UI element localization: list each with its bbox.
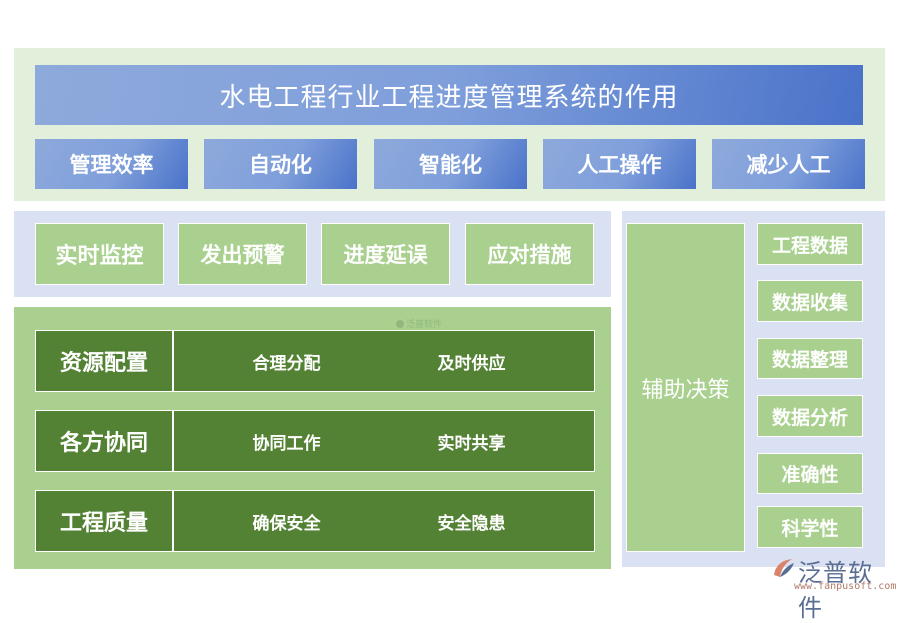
decision-item: 数据整理 [757, 338, 863, 379]
monitor-item-realtime: 实时监控 [35, 223, 164, 285]
decision-item: 准确性 [757, 453, 863, 494]
top-item-reduce-labor: 减少人工 [712, 139, 865, 189]
watermark-small: 泛普软件 [396, 317, 442, 330]
row-cell: 实时共享 [437, 433, 506, 454]
decision-item: 科学性 [757, 506, 863, 548]
logo-icon [774, 559, 794, 577]
top-item-intelligence: 智能化 [374, 139, 527, 189]
top-item-manual-operation: 人工操作 [543, 139, 696, 189]
row-cell: 确保安全 [252, 513, 321, 534]
decision-item: 工程数据 [757, 223, 863, 265]
decision-item: 数据收集 [757, 280, 863, 322]
monitor-item-response: 应对措施 [465, 223, 594, 285]
monitor-item-delay: 进度延误 [321, 223, 450, 285]
monitor-item-warning: 发出预警 [178, 223, 307, 285]
logo-icon [396, 319, 404, 328]
row-cell: 及时供应 [437, 353, 506, 374]
brand-logo: 泛普软件 www.fanpusoft.com [770, 553, 896, 622]
top-item-automation: 自动化 [204, 139, 357, 189]
row-resource-allocation: 资源配置 合理分配 及时供应 [35, 330, 595, 392]
row-cell: 安全隐患 [437, 513, 506, 534]
diagram-title: 水电工程行业工程进度管理系统的作用 [35, 65, 863, 125]
row-quality: 工程质量 确保安全 安全隐患 [35, 490, 595, 552]
row-collaboration: 各方协同 协同工作 实时共享 [35, 410, 595, 472]
top-item-management-efficiency: 管理效率 [35, 139, 188, 189]
row-head: 工程质量 [36, 491, 174, 551]
row-cell: 合理分配 [252, 353, 321, 374]
row-head: 资源配置 [36, 331, 174, 391]
decision-label: 辅助决策 [626, 223, 745, 552]
decision-item: 数据分析 [757, 395, 863, 437]
row-cell: 协同工作 [252, 433, 321, 454]
row-head: 各方协同 [36, 411, 174, 471]
